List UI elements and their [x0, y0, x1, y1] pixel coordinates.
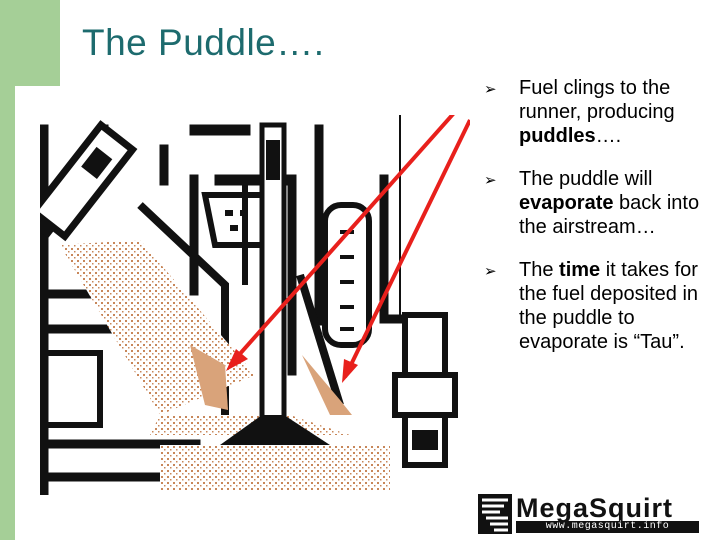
bullet-list: ➢ Fuel clings to the runner, producing p… [484, 76, 710, 373]
puddle-right [302, 355, 352, 415]
bullet-text-pre: The puddle will [519, 168, 653, 190]
arrows [226, 115, 470, 383]
fuel-injector [40, 120, 138, 242]
bullet-arrow-icon: ➢ [484, 171, 497, 189]
bullet-arrow-icon: ➢ [484, 262, 497, 280]
spark-plug [392, 115, 458, 468]
title-area [60, 0, 720, 86]
bullet-emphasis: evaporate [519, 192, 614, 214]
bullet-item-tau: ➢ The time it takes for the fuel deposit… [484, 258, 710, 354]
accent-bar-top [0, 0, 60, 86]
logo-name: MegaSquirt [516, 493, 674, 523]
water-jacket-right [322, 202, 372, 348]
bullet-emphasis: time [559, 259, 601, 281]
puddle-left [190, 345, 228, 410]
logo-mark-icon [478, 494, 512, 534]
intake-valve [220, 122, 330, 445]
accent-bar [0, 0, 15, 540]
bullet-item-evaporate: ➢ The puddle will evaporate back into th… [484, 167, 710, 239]
bullet-item-puddles: ➢ Fuel clings to the runner, producing p… [484, 76, 710, 148]
logo-url: www.megasquirt.info [516, 521, 699, 533]
bullet-emphasis: puddles [519, 125, 596, 147]
slide-title: The Puddle…. [82, 22, 325, 63]
bullet-text-post: back into the airstream… [519, 192, 700, 238]
bullet-text-pre: The [519, 259, 560, 281]
intake-port-diagram [40, 115, 470, 495]
bullet-arrow-icon: ➢ [484, 80, 497, 98]
megasquirt-logo: MegaSquirt www.megasquirt.info [478, 493, 700, 534]
bullet-text-post: …. [595, 125, 622, 147]
bullet-text-post: it takes for the fuel deposited in the p… [519, 259, 699, 353]
bullet-text-pre: Fuel clings to the runner, producing [519, 77, 675, 123]
